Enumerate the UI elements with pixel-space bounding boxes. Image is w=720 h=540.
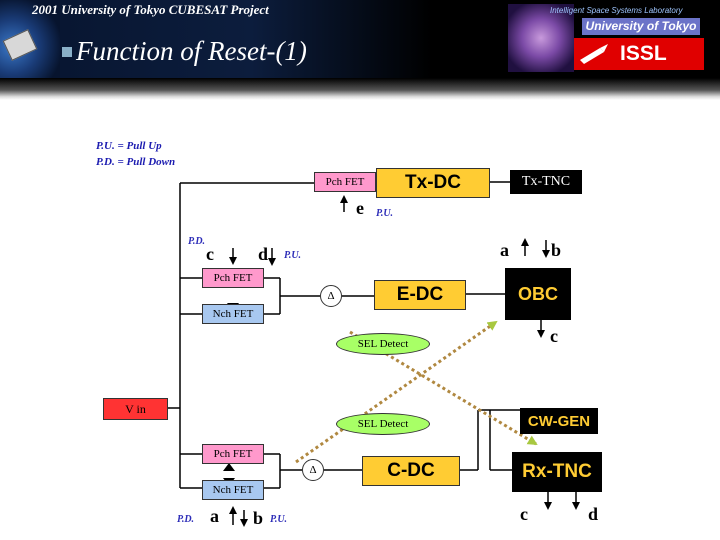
label-a-obc: a (500, 240, 509, 260)
sel-detect-2: SEL Detect (336, 413, 430, 435)
tx-tnc-label: Tx-TNC (521, 174, 571, 189)
obc-label: OBC (518, 283, 558, 304)
cdc-box: C-DC (362, 456, 460, 486)
tx-pch-fet: Pch FET (314, 172, 376, 192)
obc-box: OBC (505, 268, 571, 320)
vin-label: V in (125, 401, 146, 416)
cdc-pch-fet: Pch FET (202, 444, 264, 464)
label-a-bottom: a (210, 506, 219, 526)
label-e: e (356, 198, 364, 218)
delta-node-1: Δ (320, 285, 342, 307)
edc-pch-fet: Pch FET (202, 268, 264, 288)
edc-pch-fet-label: Pch FET (213, 272, 253, 284)
label-c-rx: c (520, 504, 528, 524)
edc-label: E-DC (396, 284, 444, 305)
issl-logo (574, 38, 704, 70)
edc-box: E-DC (374, 280, 466, 310)
pull-down-note-bottom: P.D. (177, 514, 195, 525)
cw-gen-box: CW-GEN (520, 408, 598, 434)
page-title: Function of Reset-(1) (76, 36, 307, 66)
sel-detect-1-label: SEL Detect (357, 338, 409, 350)
tx-dc-box: Tx-DC (376, 168, 490, 198)
delta-node-2-label: Δ (309, 464, 317, 476)
cdc-label: C-DC (387, 460, 435, 481)
pull-up-note-bottom: P.U. (270, 514, 288, 525)
label-c-top: c (206, 244, 214, 264)
delta-node-1-label: Δ (327, 290, 335, 302)
header-gradient-band (0, 78, 720, 100)
project-title: 2001 University of Tokyo CUBESAT Project (32, 2, 269, 17)
tx-pch-fet-label: Pch FET (325, 176, 365, 188)
nebula-image (508, 4, 574, 72)
sel-detect-2-label: SEL Detect (357, 418, 409, 430)
lab-name: Intelligent Space Systems Laboratory (550, 6, 683, 15)
cw-gen-label: CW-GEN (527, 412, 591, 430)
label-b-obc: b (551, 240, 562, 260)
delta-node-2: Δ (302, 459, 324, 481)
pull-up-note-e: P.U. (376, 208, 394, 219)
university-banner: University of Tokyo (582, 18, 700, 35)
cdc-nch-fet: Nch FET (202, 480, 264, 500)
pull-down-note-top: P.D. (188, 236, 206, 247)
edc-nch-fet-label: Nch FET (212, 308, 254, 320)
rx-tnc-label: Rx-TNC (522, 461, 592, 482)
tx-tnc-box: Tx-TNC (510, 170, 582, 194)
header-banner: 2001 University of Tokyo CUBESAT Project… (0, 0, 720, 78)
label-d-top: d (258, 244, 269, 264)
tx-dc-label: Tx-DC (405, 172, 461, 193)
edc-nch-fet: Nch FET (202, 304, 264, 324)
legend-pull-up: P.U. = Pull Up (96, 140, 162, 152)
issl-logo-text: ISSL (620, 42, 667, 65)
cdc-pch-fet-label: Pch FET (213, 448, 253, 460)
sel-detect-1: SEL Detect (336, 333, 430, 355)
pull-up-note-d: P.U. (284, 250, 302, 261)
rocket-icon (580, 44, 608, 64)
legend-pull-down: P.D. = Pull Down (96, 156, 176, 168)
rx-tnc-box: Rx-TNC (512, 452, 602, 492)
label-c-obc: c (550, 326, 558, 346)
vin-box: V in (103, 398, 168, 420)
label-d-rx: d (588, 504, 599, 524)
label-b-bottom: b (253, 508, 264, 528)
cdc-nch-fet-label: Nch FET (212, 484, 254, 496)
bullet-icon (62, 47, 72, 57)
